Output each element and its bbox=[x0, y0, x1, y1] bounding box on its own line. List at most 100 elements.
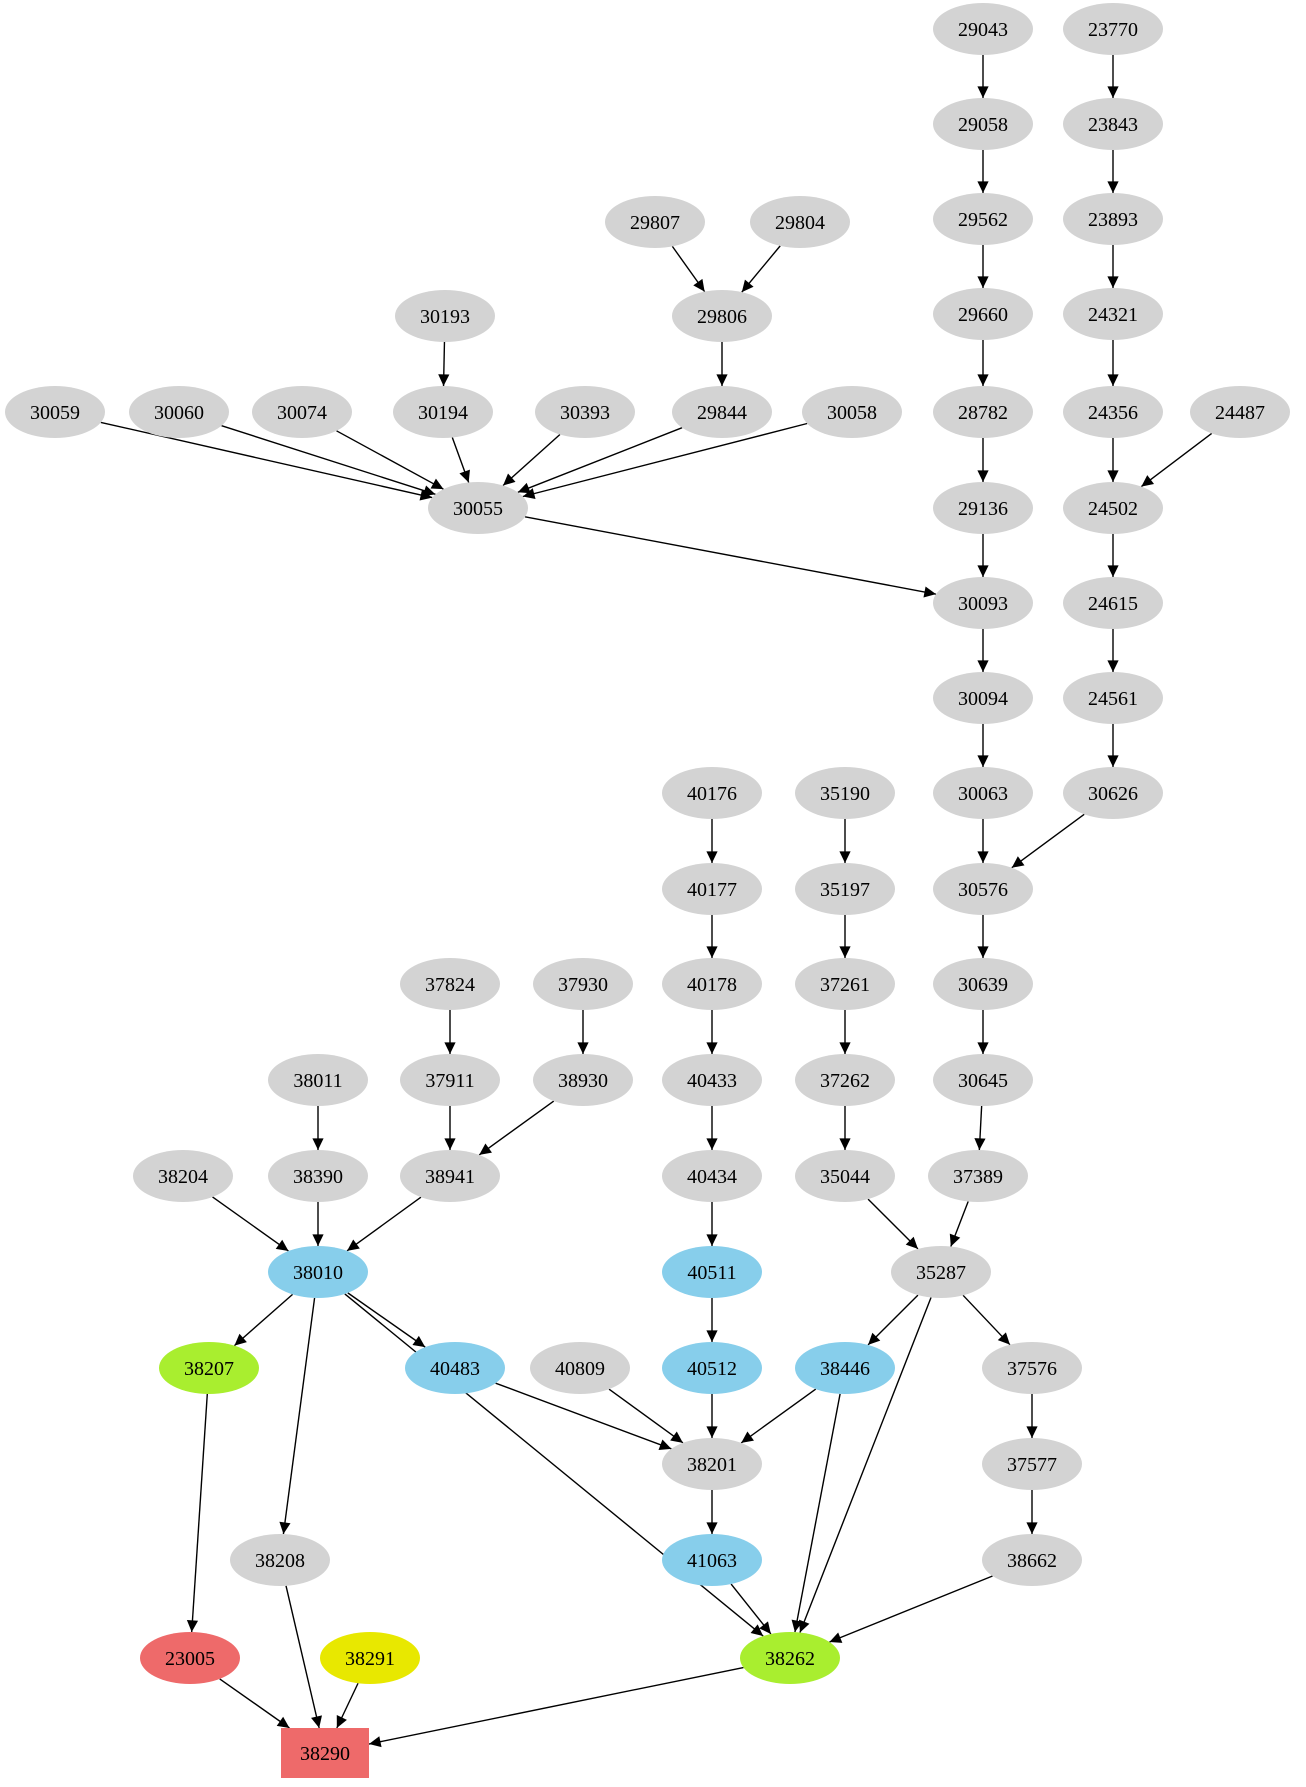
node-38662: 38662 bbox=[982, 1534, 1082, 1586]
node-label-40809: 40809 bbox=[555, 1358, 605, 1380]
node-30059: 30059 bbox=[5, 386, 105, 438]
edge-38010-38208 bbox=[279, 1297, 316, 1535]
node-label-23770: 23770 bbox=[1088, 19, 1138, 41]
node-label-30058: 30058 bbox=[827, 402, 877, 424]
node-29804: 29804 bbox=[750, 196, 850, 248]
node-label-28782: 28782 bbox=[958, 402, 1008, 424]
node-label-37262: 37262 bbox=[820, 1070, 870, 1092]
node-label-38010: 38010 bbox=[293, 1262, 343, 1284]
edge-38010-38207 bbox=[233, 1293, 294, 1347]
edge-38291-38290 bbox=[336, 1682, 359, 1729]
node-24487: 24487 bbox=[1190, 386, 1290, 438]
node-label-40178: 40178 bbox=[687, 974, 737, 996]
node-23005: 23005 bbox=[140, 1632, 240, 1684]
node-label-37261: 37261 bbox=[820, 974, 870, 996]
edge-38930-38941 bbox=[478, 1100, 555, 1156]
edge-38208-38290 bbox=[285, 1585, 322, 1729]
node-40176: 40176 bbox=[662, 767, 762, 819]
node-label-37389: 37389 bbox=[953, 1166, 1003, 1188]
node-37262: 37262 bbox=[795, 1054, 895, 1106]
node-label-30055: 30055 bbox=[453, 498, 503, 520]
edge-30393-30055 bbox=[502, 433, 561, 487]
node-30074: 30074 bbox=[252, 386, 352, 438]
edge-35044-35287 bbox=[867, 1198, 919, 1250]
node-label-23005: 23005 bbox=[165, 1648, 215, 1670]
node-35197: 35197 bbox=[795, 863, 895, 915]
node-38941: 38941 bbox=[400, 1150, 500, 1202]
node-label-24615: 24615 bbox=[1088, 593, 1138, 615]
edge-38207-23005 bbox=[186, 1393, 208, 1633]
node-23843: 23843 bbox=[1063, 98, 1163, 150]
node-label-23843: 23843 bbox=[1088, 114, 1138, 136]
node-38207: 38207 bbox=[159, 1342, 259, 1394]
node-30055: 30055 bbox=[428, 482, 528, 534]
node-label-38930: 38930 bbox=[558, 1070, 608, 1092]
edge-30626-30576 bbox=[1011, 813, 1085, 869]
node-label-30193: 30193 bbox=[420, 306, 470, 328]
node-label-29804: 29804 bbox=[775, 212, 825, 234]
node-30194: 30194 bbox=[393, 386, 493, 438]
node-label-29058: 29058 bbox=[958, 114, 1008, 136]
node-label-24561: 24561 bbox=[1088, 688, 1138, 710]
node-37824: 37824 bbox=[400, 958, 500, 1010]
node-38208: 38208 bbox=[230, 1534, 330, 1586]
node-29806: 29806 bbox=[672, 290, 772, 342]
node-label-29844: 29844 bbox=[697, 402, 747, 424]
node-label-37930: 37930 bbox=[558, 974, 608, 996]
node-38262: 38262 bbox=[740, 1632, 840, 1684]
node-label-30060: 30060 bbox=[154, 402, 204, 424]
node-38010: 38010 bbox=[268, 1246, 368, 1298]
node-30093: 30093 bbox=[933, 577, 1033, 629]
edge-38446-38262 bbox=[791, 1393, 841, 1633]
node-label-40511: 40511 bbox=[687, 1262, 736, 1284]
node-label-30063: 30063 bbox=[958, 783, 1008, 805]
node-label-40434: 40434 bbox=[687, 1166, 737, 1188]
node-label-35197: 35197 bbox=[820, 879, 870, 901]
node-label-38204: 38204 bbox=[158, 1166, 208, 1188]
edge-30058-30055 bbox=[522, 422, 808, 500]
edge-29804-29806 bbox=[741, 245, 781, 293]
node-label-29562: 29562 bbox=[958, 209, 1008, 231]
node-24356: 24356 bbox=[1063, 386, 1163, 438]
node-35190: 35190 bbox=[795, 767, 895, 819]
node-label-38011: 38011 bbox=[293, 1070, 342, 1092]
node-40512: 40512 bbox=[662, 1342, 762, 1394]
node-label-29806: 29806 bbox=[697, 306, 747, 328]
node-38201: 38201 bbox=[662, 1438, 762, 1490]
node-label-30393: 30393 bbox=[560, 402, 610, 424]
node-24321: 24321 bbox=[1063, 288, 1163, 340]
node-label-35044: 35044 bbox=[820, 1166, 870, 1188]
node-label-35287: 35287 bbox=[916, 1262, 966, 1284]
node-40511: 40511 bbox=[662, 1246, 762, 1298]
node-label-29807: 29807 bbox=[630, 212, 680, 234]
node-label-29136: 29136 bbox=[958, 498, 1008, 520]
node-label-30094: 30094 bbox=[958, 688, 1008, 710]
edge-40483-38201 bbox=[495, 1382, 672, 1450]
node-38204: 38204 bbox=[133, 1150, 233, 1202]
node-label-38446: 38446 bbox=[820, 1358, 870, 1380]
edge-30193-30194 bbox=[438, 341, 450, 387]
node-37261: 37261 bbox=[795, 958, 895, 1010]
node-40433: 40433 bbox=[662, 1054, 762, 1106]
edge-38941-38010 bbox=[346, 1196, 422, 1252]
edge-41063-38262 bbox=[730, 1583, 772, 1635]
node-label-37576: 37576 bbox=[1007, 1358, 1057, 1380]
node-label-35190: 35190 bbox=[820, 783, 870, 805]
node-label-30645: 30645 bbox=[958, 1070, 1008, 1092]
node-label-38662: 38662 bbox=[1007, 1550, 1057, 1572]
node-29807: 29807 bbox=[605, 196, 705, 248]
node-label-30639: 30639 bbox=[958, 974, 1008, 996]
node-40178: 40178 bbox=[662, 958, 762, 1010]
edge-layer bbox=[100, 55, 1213, 1748]
node-label-40433: 40433 bbox=[687, 1070, 737, 1092]
node-label-24502: 24502 bbox=[1088, 498, 1138, 520]
node-29043: 29043 bbox=[933, 3, 1033, 55]
node-38011: 38011 bbox=[268, 1054, 368, 1106]
edge-30055-30093 bbox=[524, 516, 937, 598]
edge-38662-38262 bbox=[829, 1575, 993, 1643]
node-35287: 35287 bbox=[891, 1246, 991, 1298]
node-label-24321: 24321 bbox=[1088, 304, 1138, 326]
node-40434: 40434 bbox=[662, 1150, 762, 1202]
edge-35287-38262 bbox=[799, 1297, 932, 1633]
